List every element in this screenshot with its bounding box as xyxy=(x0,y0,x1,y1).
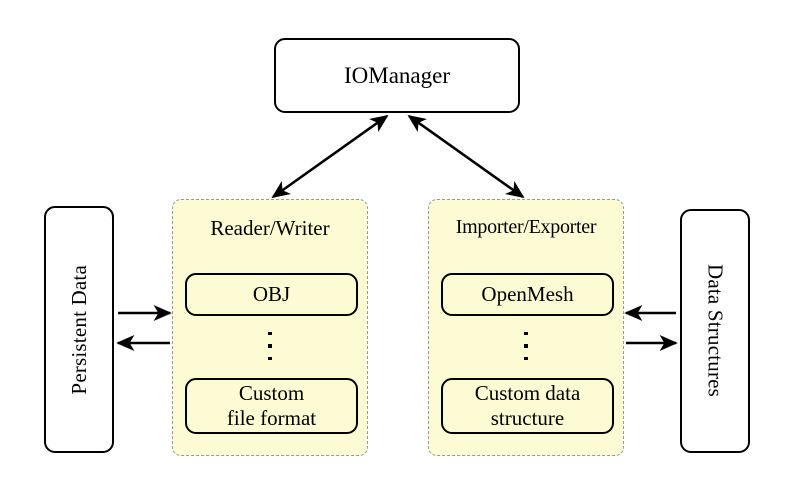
persistent-data-box: Persistent Data xyxy=(44,206,114,453)
importer-exporter-item-custom-data-structure: Custom data structure xyxy=(441,378,614,434)
importer-exporter-item-openmesh-label: OpenMesh xyxy=(481,282,574,307)
importer-exporter-ellipsis xyxy=(429,332,623,361)
dot xyxy=(268,344,272,348)
arrow-manager-readerwriter xyxy=(271,114,389,199)
reader-writer-panel: Reader/Writer OBJ Custom file format xyxy=(172,199,368,456)
reader-writer-item-custom-file-format: Custom file format xyxy=(185,378,358,434)
data-structures-box: Data Structures xyxy=(680,209,750,453)
dot xyxy=(524,332,528,336)
arrow-manager-importerexporter xyxy=(407,114,525,199)
dot xyxy=(524,356,528,361)
reader-writer-item-custom-line2: file format xyxy=(226,406,317,430)
importer-exporter-panel: Importer/Exporter OpenMesh Custom data s… xyxy=(428,199,624,456)
iomanager-box: IOManager xyxy=(274,38,520,113)
reader-writer-ellipsis xyxy=(173,332,367,361)
data-structures-label: Data Structures xyxy=(703,264,728,398)
importer-exporter-title: Importer/Exporter xyxy=(455,216,597,238)
reader-writer-item-obj-label: OBJ xyxy=(252,282,291,307)
dot xyxy=(268,332,272,336)
iomanager-label: IOManager xyxy=(343,62,450,88)
dot xyxy=(268,356,272,361)
importer-exporter-item-custom-line1: Custom data xyxy=(474,381,581,406)
importer-exporter-item-custom-line2: structure xyxy=(490,406,565,430)
reader-writer-title: Reader/Writer xyxy=(210,216,330,240)
reader-writer-item-custom-line1: Custom xyxy=(238,381,305,406)
dot xyxy=(524,344,528,348)
persistent-data-label: Persistent Data xyxy=(66,264,91,395)
importer-exporter-item-openmesh: OpenMesh xyxy=(441,273,614,316)
reader-writer-item-obj: OBJ xyxy=(185,273,358,316)
